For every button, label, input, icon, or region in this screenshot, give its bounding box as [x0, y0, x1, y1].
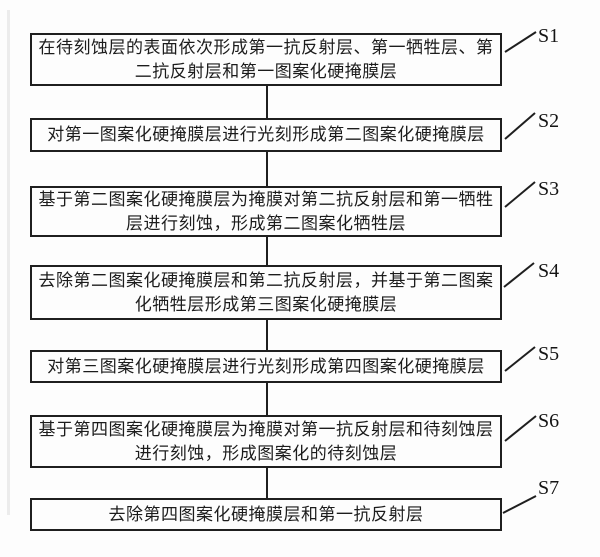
- step-label-s2: S2: [538, 110, 560, 132]
- step-text: 基于第四图案化硬掩膜层为掩膜对第一抗反射层和待刻蚀层: [38, 419, 494, 440]
- step-label-s4: S4: [538, 260, 560, 282]
- step-label-s3: S3: [538, 178, 560, 200]
- connector-line: [266, 85, 268, 120]
- step-text: 对第一图案化硬掩膜层进行光刻形成第二图案化硬掩膜层: [47, 125, 485, 145]
- step-box-s4: 去除第二图案化硬掩膜层和第二抗反射层，并基于第二图案 化牺牲层形成第三图案化硬掩…: [30, 265, 502, 320]
- step-box-s1: 在待刻蚀层的表面依次形成第一抗反射层、第一牺牲层、第 二抗反射层和第一图案化硬掩…: [30, 33, 502, 86]
- step-text: 层进行刻蚀，形成第二图案化牺牲层: [126, 213, 406, 234]
- step-text: 去除第二图案化硬掩膜层和第二抗反射层，并基于第二图案: [38, 270, 494, 291]
- connector-line: [266, 151, 268, 188]
- step-text: 进行刻蚀，形成图案化的待刻蚀层: [134, 443, 398, 464]
- step-text: 基于第二图案化硬掩膜层为掩膜对第二抗反射层和第一牺牲: [38, 189, 494, 210]
- step-label-s1: S1: [538, 25, 560, 47]
- step-text: 化牺牲层形成第三图案化硬掩膜层: [134, 294, 398, 315]
- step-box-s3: 基于第二图案化硬掩膜层为掩膜对第二抗反射层和第一牺牲 层进行刻蚀，形成第二图案化…: [30, 186, 502, 237]
- step-text: 在待刻蚀层的表面依次形成第一抗反射层、第一牺牲层、第: [38, 37, 494, 58]
- step-text: 去除第四图案化硬掩膜层和第一抗反射层: [108, 504, 424, 525]
- connector-line: [266, 236, 268, 267]
- step-text: 二抗反射层和第一图案化硬掩膜层: [134, 61, 398, 82]
- step-text: 对第三图案化硬掩膜层进行光刻形成第四图案化硬掩膜层: [47, 356, 485, 377]
- step-box-s7: 去除第四图案化硬掩膜层和第一抗反射层: [30, 498, 502, 531]
- step-label-s7: S7: [538, 477, 560, 499]
- step-label-s5: S5: [538, 343, 560, 365]
- connector-line: [266, 382, 268, 417]
- step-box-s6: 基于第四图案化硬掩膜层为掩膜对第一抗反射层和待刻蚀层 进行刻蚀，形成图案化的待刻…: [30, 415, 502, 468]
- step-box-s2: 对第一图案化硬掩膜层进行光刻形成第二图案化硬掩膜层: [30, 118, 502, 152]
- connector-line: [266, 467, 268, 500]
- step-box-s5: 对第三图案化硬掩膜层进行光刻形成第四图案化硬掩膜层: [30, 350, 502, 383]
- scan-artifact-line: [7, 10, 10, 515]
- step-label-s6: S6: [538, 410, 560, 432]
- connector-line: [266, 319, 268, 352]
